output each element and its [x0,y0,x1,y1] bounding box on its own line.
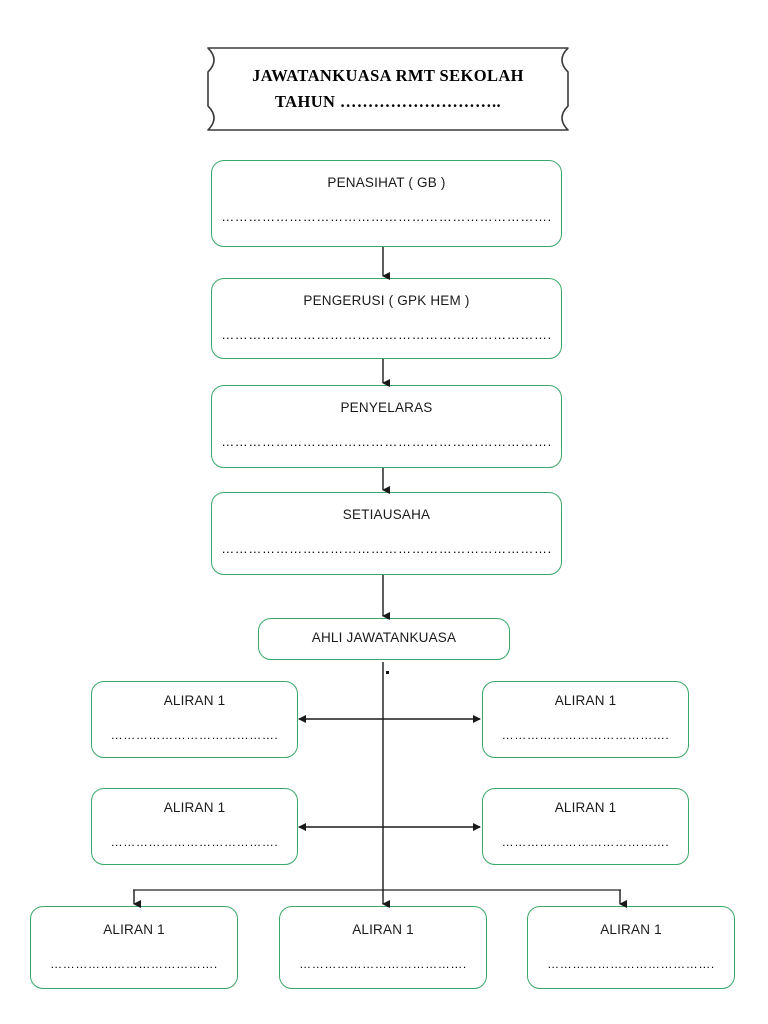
box-ahli-jawatankuasa[interactable]: AHLI JAWATANKUASA [258,618,510,660]
box-aliran-row1-right-label: ALIRAN 1 [554,693,617,708]
title-plaque-frame [207,47,569,131]
box-aliran-bottom-1[interactable]: ALIRAN 1 …………………………………. [30,906,238,989]
box-penyelaras[interactable]: PENYELARAS ………………………………………………………………. [211,385,562,468]
box-pengerusi[interactable]: PENGERUSI ( GPK HEM ) ………………………………………………… [211,278,562,359]
box-aliran-bottom-3[interactable]: ALIRAN 1 …………………………………. [527,906,735,989]
box-penyelaras-label: PENYELARAS [340,400,433,415]
title-line-1: JAWATANKUASA RMT SEKOLAH [252,66,524,85]
box-aliran-bottom-3-fill-line: …………………………………. [547,957,715,971]
box-aliran-row2-right[interactable]: ALIRAN 1 …………………………………. [482,788,689,865]
box-aliran-bottom-1-fill-line: …………………………………. [50,957,218,971]
box-aliran-row1-left-fill-line: …………………………………. [110,728,279,742]
title-line-2: TAHUN ……………………….. [274,92,502,111]
box-setiausaha[interactable]: SETIAUSAHA ………………………………………………………………. [211,492,562,575]
box-aliran-bottom-1-label: ALIRAN 1 [103,922,165,937]
box-setiausaha-fill-line: ………………………………………………………………. [221,541,552,556]
box-penyelaras-fill-line: ………………………………………………………………. [221,434,552,449]
box-penasihat[interactable]: PENASIHAT ( GB ) ……………………………………………………………… [211,160,562,247]
box-aliran-bottom-3-label: ALIRAN 1 [600,922,662,937]
box-penasihat-fill-line: ………………………………………………………………. [221,209,552,224]
box-aliran-bottom-2-label: ALIRAN 1 [352,922,414,937]
box-penasihat-label: PENASIHAT ( GB ) [327,175,446,190]
box-aliran-bottom-2[interactable]: ALIRAN 1 …………………………………. [279,906,487,989]
box-aliran-row2-right-label: ALIRAN 1 [554,800,617,815]
box-pengerusi-fill-line: ………………………………………………………………. [221,327,552,342]
box-aliran-row1-right[interactable]: ALIRAN 1 …………………………………. [482,681,689,758]
box-pengerusi-label: PENGERUSI ( GPK HEM ) [303,293,470,308]
box-ahli-jawatankuasa-label: AHLI JAWATANKUASA [311,630,457,645]
box-aliran-row2-right-fill-line: …………………………………. [501,835,670,849]
box-setiausaha-label: SETIAUSAHA [342,507,431,522]
box-aliran-row2-left-fill-line: …………………………………. [110,835,279,849]
box-aliran-row1-left-label: ALIRAN 1 [163,693,226,708]
box-aliran-bottom-2-fill-line: …………………………………. [299,957,467,971]
title-text-block: JAWATANKUASA RMT SEKOLAH TAHUN ………………………… [198,46,578,132]
stray-dot-mark [386,671,389,674]
chart-title-plaque: JAWATANKUASA RMT SEKOLAH TAHUN ………………………… [198,46,578,132]
box-aliran-row1-left[interactable]: ALIRAN 1 …………………………………. [91,681,298,758]
box-aliran-row2-left[interactable]: ALIRAN 1 …………………………………. [91,788,298,865]
box-aliran-row2-left-label: ALIRAN 1 [163,800,226,815]
box-aliran-row1-right-fill-line: …………………………………. [501,728,670,742]
